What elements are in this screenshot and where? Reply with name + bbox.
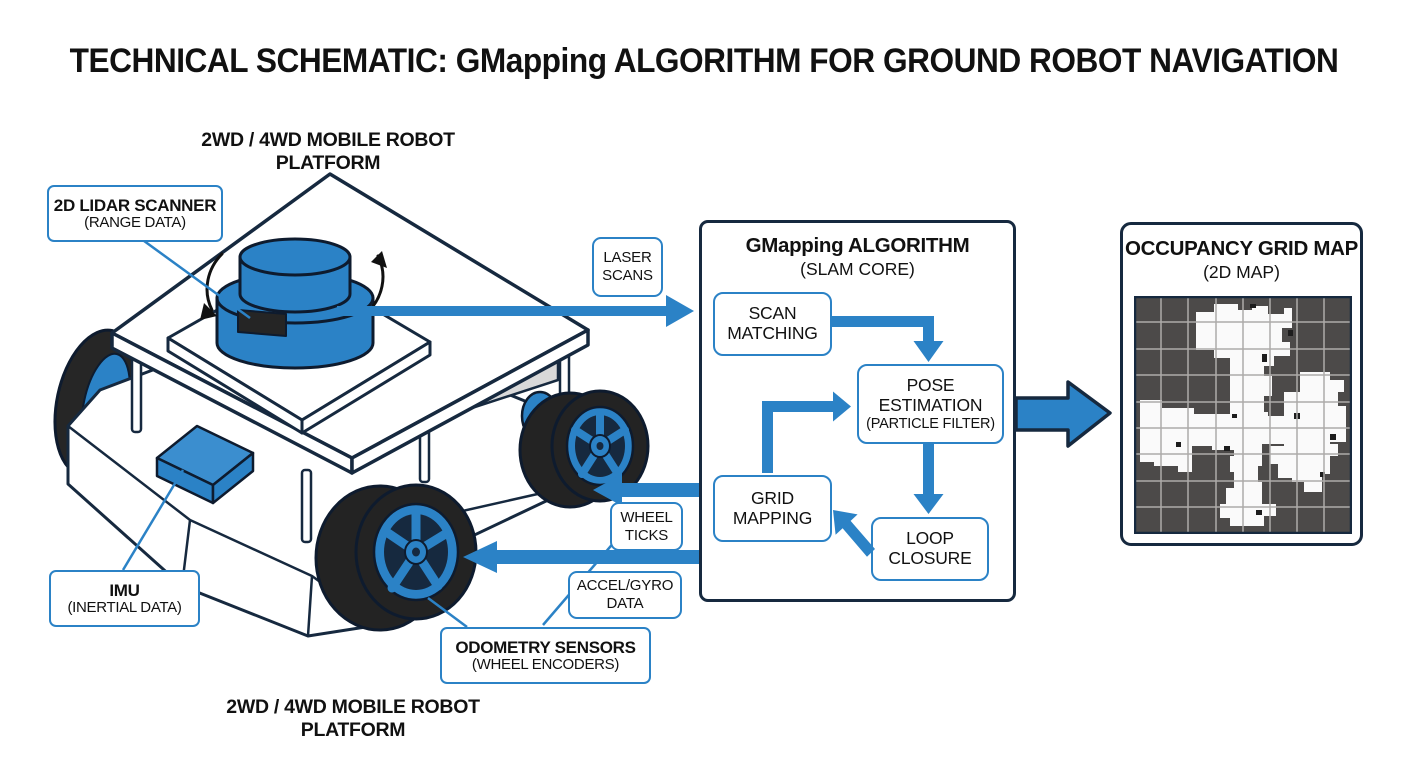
odometry-callout-subtitle: (WHEEL ENCODERS) — [471, 655, 620, 673]
occupancy-map-panel: OCCUPANCY GRID MAP (2D MAP) — [1120, 222, 1363, 546]
lidar-callout-title: 2D LIDAR SCANNER — [53, 195, 217, 215]
lidar-callout-leader — [139, 236, 251, 320]
lidar-callout-subtitle: (RANGE DATA) — [84, 213, 186, 231]
gmapping-panel-title: GMapping ALGORITHM — [745, 234, 970, 257]
algorithm-to-map-arrow — [1014, 380, 1112, 448]
imu-callout-title: IMU — [109, 580, 140, 600]
lidar-callout: 2D LIDAR SCANNER (RANGE DATA) — [47, 185, 223, 242]
gmapping-panel-subtitle: (SLAM CORE) — [800, 258, 915, 279]
accel-gyro-arrow — [463, 541, 699, 573]
platform-label-bottom: 2WD / 4WD MOBILE ROBOT PLATFORM — [226, 696, 480, 741]
imu-callout-subtitle: (INERTIAL DATA) — [67, 598, 182, 616]
odometry-callout: ODOMETRY SENSORS (WHEEL ENCODERS) — [440, 627, 651, 684]
page-title: TECHNICAL SCHEMATIC: GMapping ALGORITHM … — [69, 42, 1339, 80]
wheel-front — [314, 483, 478, 632]
accel-gyro-label: ACCEL/GYRO DATA — [568, 571, 682, 619]
platform-label-top: 2WD / 4WD MOBILE ROBOT PLATFORM — [201, 129, 455, 174]
odometry-callout-title: ODOMETRY SENSORS — [455, 637, 636, 657]
grid-mapping-label: GRID MAPPING — [732, 487, 813, 528]
pose-estimation-sublabel: (PARTICLE FILTER) — [866, 415, 995, 432]
imu-callout: IMU (INERTIAL DATA) — [49, 570, 200, 627]
scan-matching-label: SCAN MATCHING — [727, 303, 818, 343]
pose-to-loop-arrow — [913, 443, 944, 514]
imu-callout-leader — [121, 469, 185, 571]
map-grid-lines — [1134, 296, 1352, 534]
loop-closure-node: LOOP CLOSURE — [871, 517, 989, 581]
occupancy-map-subtitle: (2D MAP) — [1203, 261, 1280, 282]
grid-mapping-node: GRID MAPPING — [713, 475, 832, 542]
chassis-posts — [130, 346, 571, 544]
odometry-callout-leader-front — [427, 596, 468, 629]
occupancy-map-title: OCCUPANCY GRID MAP — [1124, 237, 1359, 260]
laser-scans-label: LASER SCANS — [592, 237, 663, 297]
grid-to-pose-arrow — [762, 391, 851, 473]
wheel-rear-right — [518, 389, 650, 509]
rotation-arrow-left-icon — [200, 252, 224, 320]
scan-to-pose-arrow — [830, 316, 944, 362]
scan-matching-node: SCAN MATCHING — [713, 292, 832, 356]
lidar-scanner-illustration — [215, 237, 375, 370]
map-border — [1134, 296, 1352, 534]
pose-estimation-label: POSE ESTIMATION — [878, 375, 983, 415]
loop-closure-label: LOOP CLOSURE — [888, 528, 972, 568]
loop-to-grid-arrow — [833, 510, 875, 557]
wheel-ticks-label: WHEEL TICKS — [610, 502, 683, 551]
occupancy-grid-map — [1134, 296, 1352, 534]
wheel-ticks-arrow — [593, 474, 699, 506]
laser-scans-arrow — [337, 295, 694, 327]
imu-module-illustration — [155, 424, 255, 505]
